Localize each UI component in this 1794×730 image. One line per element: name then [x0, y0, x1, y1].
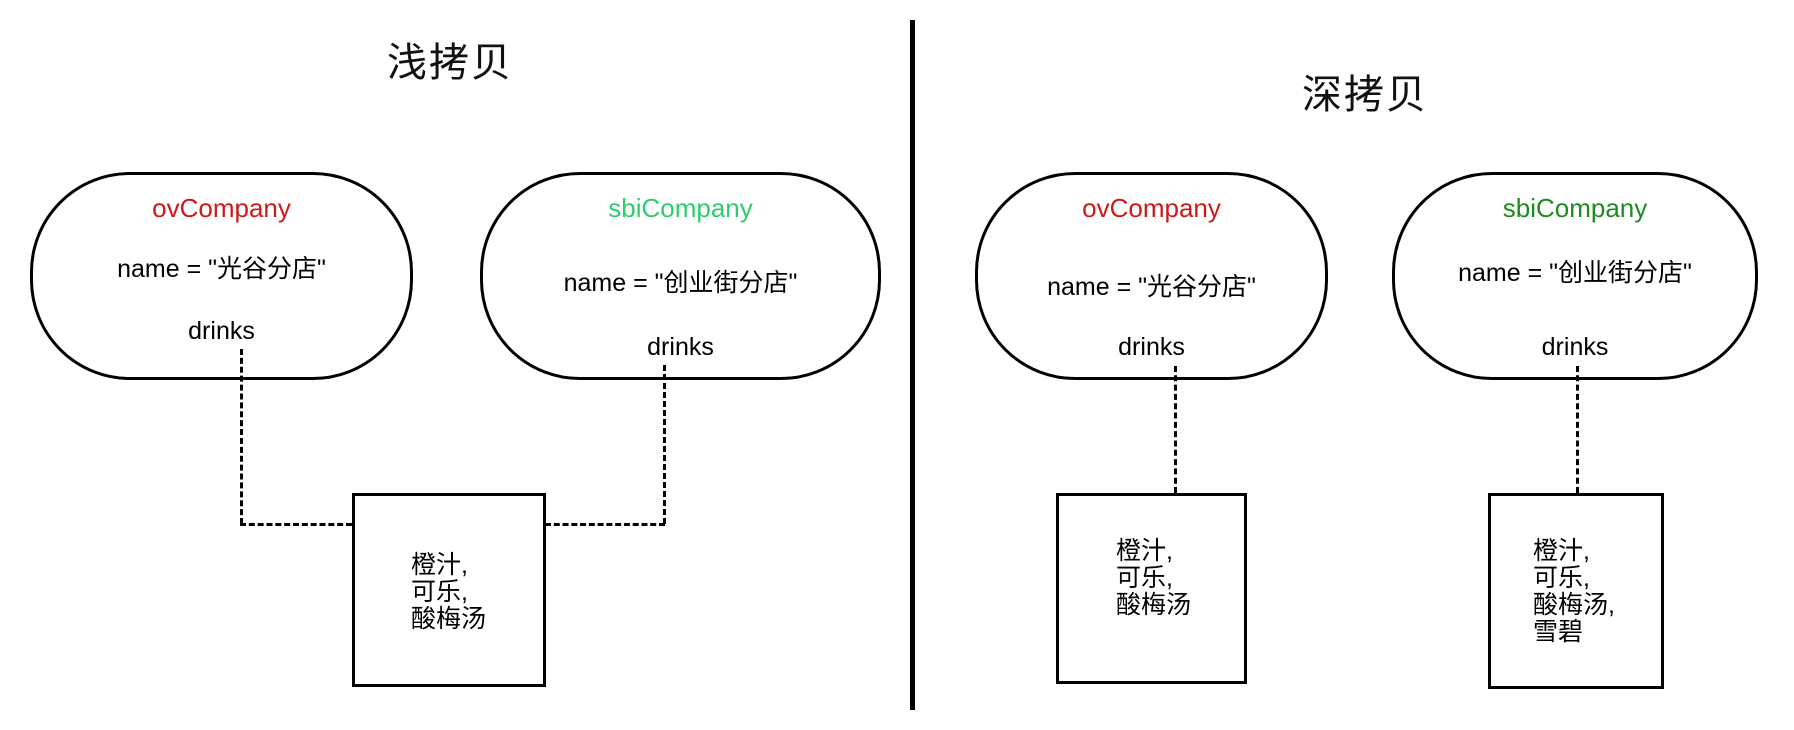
shallow-ov-drinks-connector-vertical — [240, 349, 243, 524]
deep-sbi-drinks-connector-vertical — [1576, 366, 1579, 493]
shallow-ovcompany-node: ovCompany name = "光谷分店" drinks — [30, 172, 413, 380]
node-drinks-label: drinks — [188, 317, 255, 345]
deep-copy-title: 深拷贝 — [1302, 73, 1428, 117]
node-name-line: name = "创业街分店" — [1458, 259, 1692, 287]
node-label: sbiCompany — [608, 193, 753, 223]
shallow-sbi-drinks-connector-vertical — [663, 365, 666, 524]
drinks-line: 橙汁, — [1116, 537, 1173, 565]
deep-sbi-drinks-box: 橙汁, 可乐, 酸梅汤, 雪碧 — [1488, 493, 1664, 689]
node-drinks-label: drinks — [1541, 333, 1609, 361]
shallow-ov-drinks-connector-horizontal — [240, 523, 352, 526]
deep-sbicompany-node: sbiCompany name = "创业街分店" drinks — [1392, 172, 1758, 380]
drinks-line: 酸梅汤 — [1116, 591, 1192, 619]
shallow-shared-drinks-box: 橙汁, 可乐, 酸梅汤 — [352, 493, 546, 687]
deep-ovcompany-node: ovCompany name = "光谷分店" drinks — [975, 172, 1328, 380]
drinks-list: 橙汁, 可乐, 酸梅汤, 雪碧 — [1533, 538, 1615, 646]
node-drinks-label: drinks — [647, 333, 714, 361]
drinks-list: 橙汁, 可乐, 酸梅汤 — [1116, 538, 1191, 619]
drinks-line: 可乐, — [1116, 564, 1173, 592]
drinks-line: 橙汁, — [411, 551, 468, 579]
node-label: ovCompany — [152, 193, 291, 223]
shallow-sbi-drinks-connector-horizontal — [545, 523, 665, 526]
drinks-line: 可乐, — [411, 578, 468, 606]
node-name-line: name = "光谷分店" — [117, 255, 326, 283]
node-drinks-label: drinks — [1118, 333, 1185, 361]
deep-ov-drinks-box: 橙汁, 可乐, 酸梅汤 — [1056, 493, 1247, 684]
drinks-line: 可乐, — [1533, 564, 1590, 592]
drinks-list: 橙汁, 可乐, 酸梅汤 — [411, 552, 486, 633]
drinks-line: 酸梅汤, — [1533, 591, 1615, 619]
deep-ov-drinks-connector-vertical — [1174, 366, 1177, 493]
drinks-line: 酸梅汤 — [411, 605, 487, 633]
panel-divider-line — [910, 20, 915, 710]
shallow-copy-title: 浅拷贝 — [387, 41, 513, 85]
node-name-line: name = "光谷分店" — [1047, 273, 1256, 301]
node-name-line: name = "创业街分店" — [563, 269, 798, 297]
drinks-line: 橙汁, — [1533, 537, 1590, 565]
node-label: sbiCompany — [1502, 193, 1648, 223]
drinks-line: 雪碧 — [1533, 618, 1584, 646]
shallow-sbicompany-node: sbiCompany name = "创业街分店" drinks — [480, 172, 881, 380]
node-label: ovCompany — [1082, 193, 1221, 223]
